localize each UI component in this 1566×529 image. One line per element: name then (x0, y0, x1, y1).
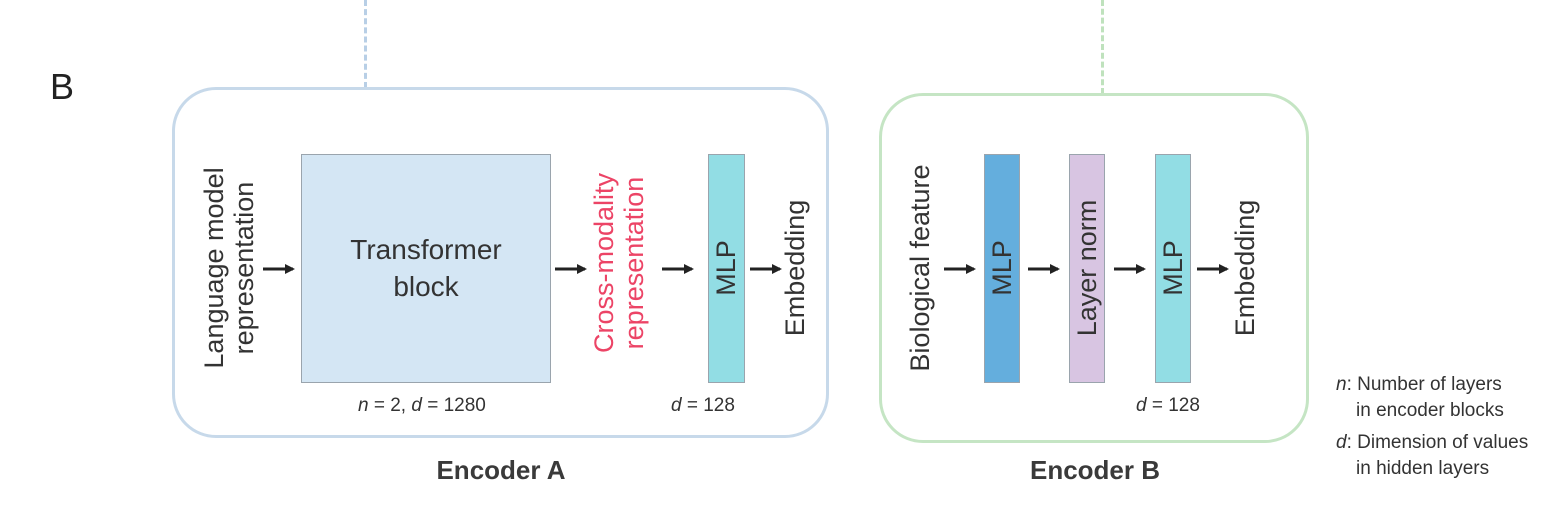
transformer-block (301, 154, 551, 383)
encoder-b-mlp1-block (984, 154, 1020, 383)
transformer-block-label: Transformer block (350, 234, 502, 302)
encoder-b-title: Encoder B (1029, 455, 1161, 485)
encoder-b-mlp-dims-label: d = 128 (1136, 395, 1200, 416)
encoder-a-mlp-block (708, 154, 745, 383)
transformer-dims-label: n = 2, d = 1280 (358, 395, 486, 416)
encoder-b-connector-line (1101, 0, 1104, 94)
layer-norm-block (1069, 154, 1105, 383)
panel-letter: B (50, 66, 75, 107)
encoder-a-title: Encoder A (436, 455, 566, 485)
legend-n: n: Number of layers in encoder blocks (1336, 374, 1504, 421)
legend-d: d: Dimension of values in hidden layers (1336, 432, 1529, 479)
encoder-a-mlp-dims-label: d = 128 (671, 395, 735, 416)
encoder-b-mlp2-block (1155, 154, 1191, 383)
encoder-a-connector-line (364, 0, 367, 88)
